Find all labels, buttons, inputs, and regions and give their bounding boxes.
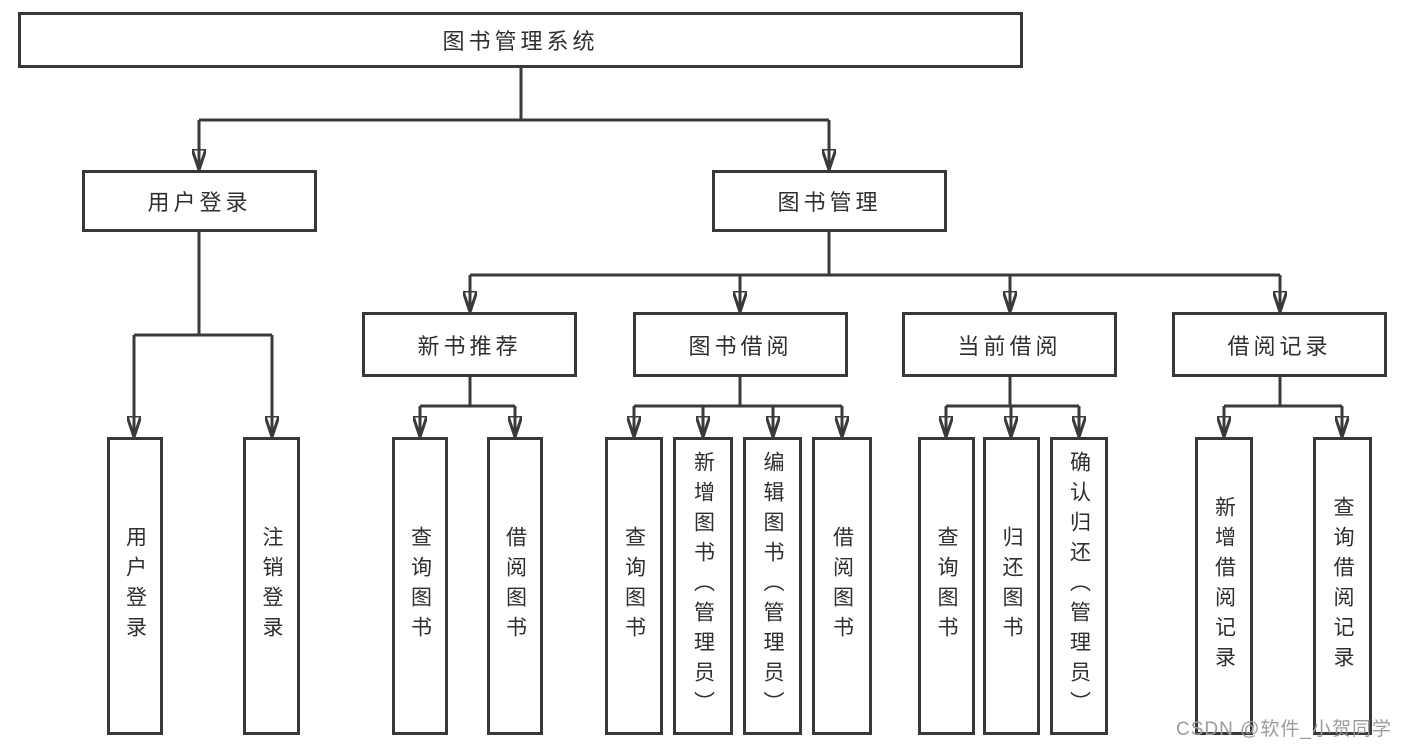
leaf-bb-add-books-admin-label: 新增图书（管理员）	[691, 451, 715, 721]
leaf-bb-query-books-label: 查询图书	[622, 526, 646, 646]
node-book-management-label: 图书管理	[777, 190, 882, 215]
leaf-br-add-record-label: 新增借阅记录	[1212, 496, 1236, 676]
node-user-login: 用户登录	[82, 170, 317, 232]
node-book-borrow-label: 图书借阅	[688, 333, 793, 359]
leaf-nb-query-books: 查询图书	[392, 437, 448, 735]
leaf-cb-return-books: 归还图书	[983, 437, 1040, 735]
leaf-cb-query-books-label: 查询图书	[935, 526, 959, 646]
leaf-bb-add-books-admin: 新增图书（管理员）	[673, 437, 733, 735]
leaf-nb-query-books-label: 查询图书	[408, 526, 432, 646]
leaf-cb-return-books-label: 归还图书	[1000, 526, 1024, 646]
node-new-book-recommend: 新书推荐	[362, 312, 577, 377]
leaf-bb-edit-books-admin-label: 编辑图书（管理员）	[761, 451, 785, 721]
leaf-user-login: 用户登录	[107, 437, 163, 735]
leaf-bb-query-books: 查询图书	[605, 437, 663, 735]
csdn-watermark: CSDN @软件_小贺同学	[1176, 719, 1392, 740]
node-borrow-records-label: 借阅记录	[1227, 333, 1332, 359]
node-new-book-recommend-label: 新书推荐	[417, 333, 522, 359]
leaf-cb-query-books: 查询图书	[918, 437, 975, 735]
leaf-br-query-record: 查询借阅记录	[1313, 437, 1372, 735]
leaf-bb-borrow-books-label: 借阅图书	[830, 526, 854, 646]
leaf-bb-edit-books-admin: 编辑图书（管理员）	[743, 437, 802, 735]
leaf-bb-borrow-books: 借阅图书	[812, 437, 872, 735]
leaf-cb-confirm-return-admin: 确认归还（管理员）	[1050, 437, 1108, 735]
node-borrow-records: 借阅记录	[1172, 312, 1387, 377]
leaf-cb-confirm-return-admin-label: 确认归还（管理员）	[1067, 451, 1091, 721]
node-user-login-label: 用户登录	[147, 190, 252, 215]
node-book-management: 图书管理	[712, 170, 947, 232]
node-root: 图书管理系统	[18, 12, 1023, 68]
node-root-label: 图书管理系统	[442, 29, 599, 54]
leaf-logout-label: 注销登录	[260, 526, 284, 646]
leaf-br-query-record-label: 查询借阅记录	[1331, 496, 1355, 676]
leaf-br-add-record: 新增借阅记录	[1195, 437, 1253, 735]
leaf-nb-borrow-books: 借阅图书	[487, 437, 543, 735]
leaf-user-login-label: 用户登录	[123, 526, 147, 646]
leaf-logout: 注销登录	[243, 437, 300, 735]
leaf-nb-borrow-books-label: 借阅图书	[503, 526, 527, 646]
node-current-borrow: 当前借阅	[902, 312, 1117, 377]
node-book-borrow: 图书借阅	[633, 312, 848, 377]
node-current-borrow-label: 当前借阅	[957, 333, 1062, 359]
